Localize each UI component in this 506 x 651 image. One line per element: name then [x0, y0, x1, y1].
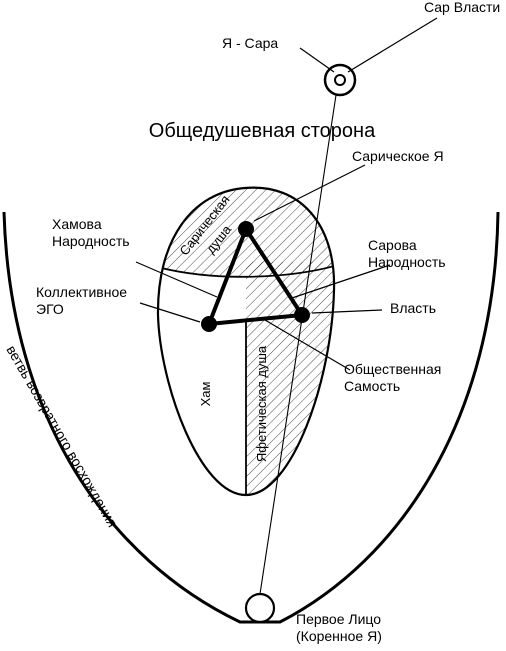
leader-lines: [135, 17, 438, 371]
label-khamova-2: Народность: [52, 233, 130, 249]
label-ya-sara: Я - Сара: [222, 35, 278, 51]
diagram-title: Общедушевная сторона: [149, 120, 376, 142]
label-saricheskoe-ya: Сарическое Я: [352, 148, 444, 164]
label-khamova-1: Хамова: [52, 216, 102, 232]
kollektivnoe-ego-node: [201, 316, 217, 332]
common-soul-egg: [156, 186, 336, 497]
label-sarova-2: Народность: [368, 254, 446, 270]
label-vlast: Власть: [390, 300, 436, 316]
label-pervoe-1: Первое Лицо: [296, 611, 381, 627]
pervoe-lico-circle: [244, 592, 276, 624]
ya-sara-inner-ring: [334, 74, 346, 86]
vlast-node: [294, 307, 310, 323]
soul-divider-curve: [157, 262, 335, 278]
branch-label: ветвь возвратного восхождения: [3, 343, 120, 530]
label-kollektivnoe-1: Коллективное: [36, 284, 127, 300]
region-yafeticheskaya: Яфетическая душа: [254, 345, 269, 462]
saricheskoe-ya-node: [238, 221, 254, 237]
triangle: [201, 221, 310, 332]
label-obshch-1: Общественная: [344, 361, 441, 377]
label-sarova-1: Сарова: [368, 237, 417, 253]
region-kham: Хам: [198, 382, 213, 407]
label-pervoe-2: (Коренное Я): [296, 628, 382, 644]
label-sar-vlasti: Сар Власти: [424, 0, 500, 15]
label-kollektivnoe-2: ЭГО: [36, 301, 64, 317]
label-obshch-2: Самость: [344, 378, 400, 394]
root-axis-line: [259, 81, 339, 595]
